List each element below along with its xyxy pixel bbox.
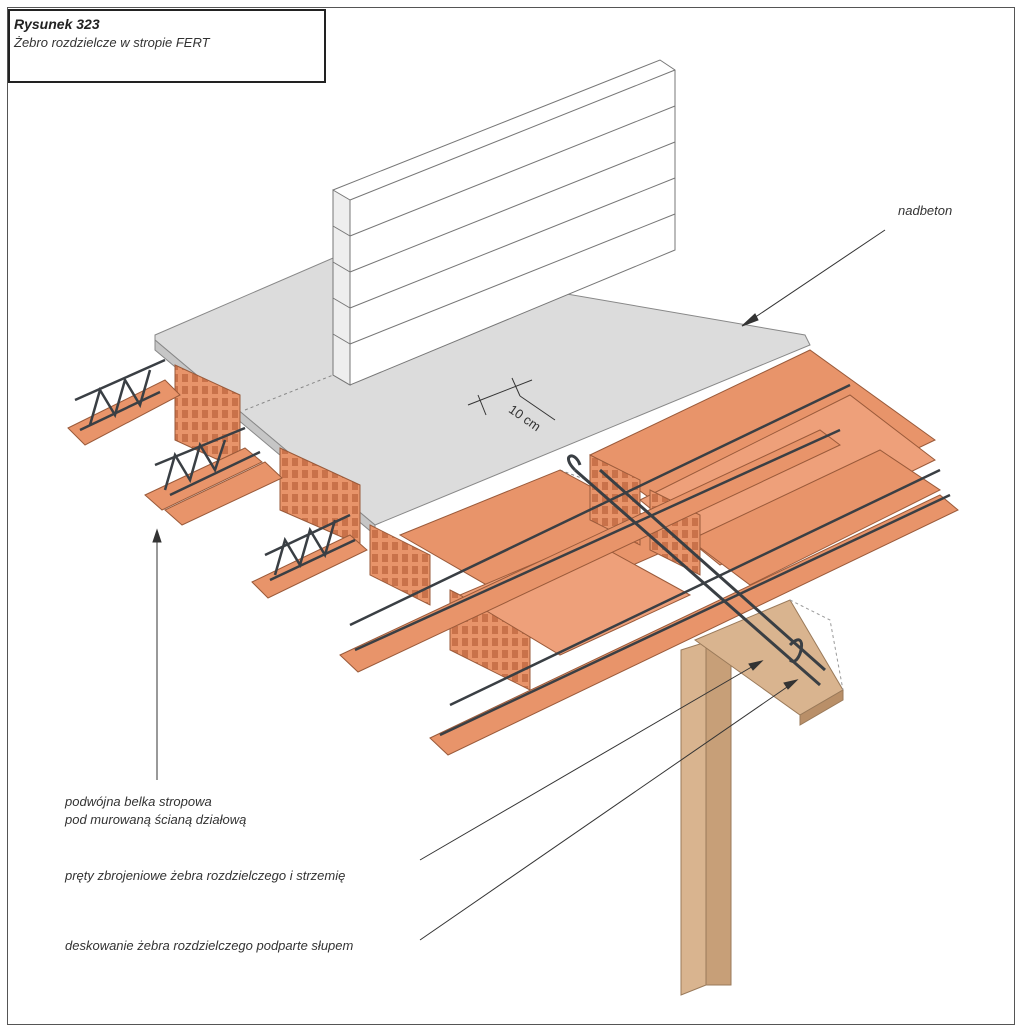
figure-number: Rysunek 323	[14, 16, 100, 32]
label-double-beam-1: podwójna belka stropowa	[64, 794, 212, 809]
leader-lines	[152, 229, 886, 941]
formwork-board	[693, 599, 844, 726]
label-nadbeton: nadbeton	[898, 203, 952, 218]
figure-title: Żebro rozdzielcze w stropie FERT	[14, 35, 210, 50]
label-formwork: deskowanie żebra rozdzielczego podparte …	[65, 938, 354, 953]
distribution-rib-rebars	[567, 454, 826, 687]
lattice-girders	[74, 358, 951, 737]
partition-wall	[332, 59, 676, 386]
label-rebars: pręty zbrojeniowe żebra rozdzielczego i …	[64, 868, 345, 883]
label-double-beam-2: pod murowaną ścianą działową	[64, 812, 246, 827]
figure-caption	[8, 9, 326, 83]
timber-post	[680, 641, 732, 996]
figure-frame	[7, 7, 1015, 1025]
dimension-mark	[467, 377, 556, 421]
